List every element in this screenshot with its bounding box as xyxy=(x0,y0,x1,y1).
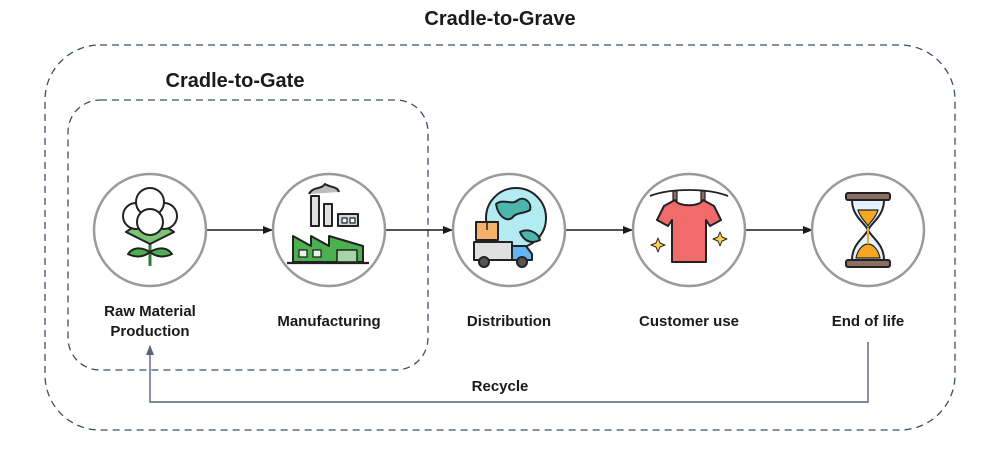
stage-label-manufacturing: Manufacturing xyxy=(277,313,381,330)
stage-label-end-of-life: End of life xyxy=(831,313,905,330)
cradle-to-gate-title: Cradle-to-Gate xyxy=(165,70,305,92)
cradle-to-grave-title: Cradle-to-Grave xyxy=(424,8,576,30)
factory-icon xyxy=(287,183,369,265)
cradle-to-gate-boundary xyxy=(67,99,429,371)
t-shirt-icon xyxy=(649,189,729,263)
recycle-arrow xyxy=(146,342,869,403)
stage-label-distribution: Distribution xyxy=(466,313,552,330)
hourglass-icon xyxy=(845,192,891,268)
cotton-plant-icon xyxy=(122,187,178,266)
stage-label-raw-material: Raw Material Production xyxy=(70,302,230,342)
delivery-truck-globe-icon xyxy=(473,187,547,268)
recycle-label: Recycle xyxy=(471,378,529,395)
cradle-to-grave-boundary xyxy=(44,44,956,431)
stage-label-raw-material-line2: Production xyxy=(110,323,190,340)
stage-label-customer-use: Customer use xyxy=(638,313,740,330)
stage-label-raw-material-line1: Raw Material xyxy=(104,303,196,320)
